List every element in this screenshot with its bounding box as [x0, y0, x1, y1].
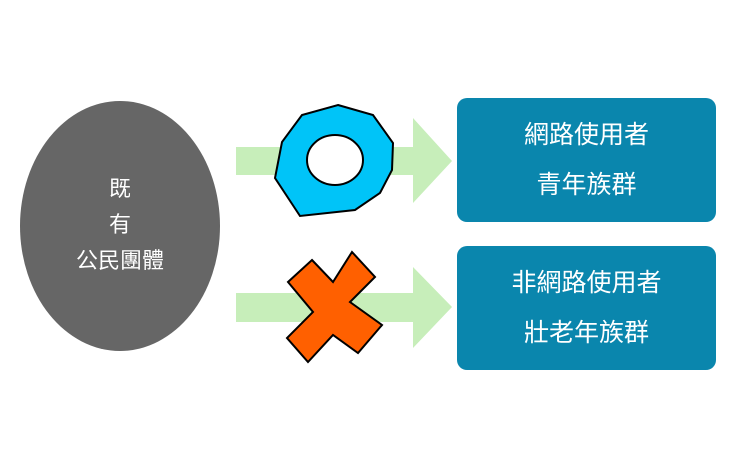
internet-users-youth-box: 網路使用者 青年族群 [457, 98, 716, 222]
non-internet-users-older-box: 非網路使用者 壯老年族群 [457, 246, 716, 370]
source-line: 既 [108, 177, 131, 202]
existing-civic-groups-node: 既 有 公民團體 [20, 101, 220, 351]
box-line: 非網路使用者 [511, 268, 662, 297]
box-line: 網路使用者 [523, 120, 649, 149]
source-line: 公民團體 [75, 249, 164, 274]
cross-mark-icon [285, 250, 384, 364]
box-line: 壯老年族群 [523, 318, 649, 347]
circle-mark-icon [273, 103, 395, 218]
box-line: 青年族群 [536, 170, 637, 199]
source-line: 有 [108, 213, 131, 238]
